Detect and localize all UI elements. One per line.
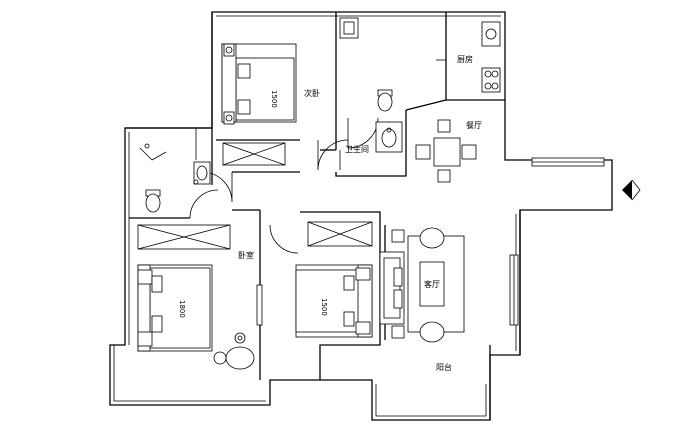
balcony-label: 阳台 <box>436 362 452 372</box>
living-room: 客厅 <box>379 227 465 343</box>
dining: 餐厅 <box>415 119 482 183</box>
interior-walls <box>125 12 521 420</box>
bathroom: 卫生间 <box>345 89 403 154</box>
left-bathroom <box>139 128 211 213</box>
doors <box>189 59 446 254</box>
living-room-label: 客厅 <box>424 279 440 289</box>
kitchen-label: 厨房 <box>457 54 473 64</box>
balcony: 阳台 <box>436 362 452 372</box>
middle-bedroom: 1500 <box>295 221 373 338</box>
master-bedroom: 1800 卧室 <box>137 224 255 370</box>
kitchen: 厨房 <box>339 17 501 93</box>
second-bedroom: 1500 次卧 <box>221 43 320 166</box>
second-bedroom-label: 次卧 <box>304 88 320 98</box>
outer-walls <box>109 11 613 421</box>
bathroom-label: 卫生间 <box>345 144 369 154</box>
master-bed-size: 1800 <box>178 300 186 318</box>
dining-label: 餐厅 <box>466 121 482 130</box>
master-bedroom-label: 卧室 <box>238 250 254 260</box>
windows <box>256 157 605 326</box>
entrance-arrow-icon <box>622 179 641 201</box>
misc-fixtures <box>144 143 341 341</box>
second-bed-size: 1500 <box>270 90 278 108</box>
middle-bed-size: 1500 <box>320 298 328 316</box>
